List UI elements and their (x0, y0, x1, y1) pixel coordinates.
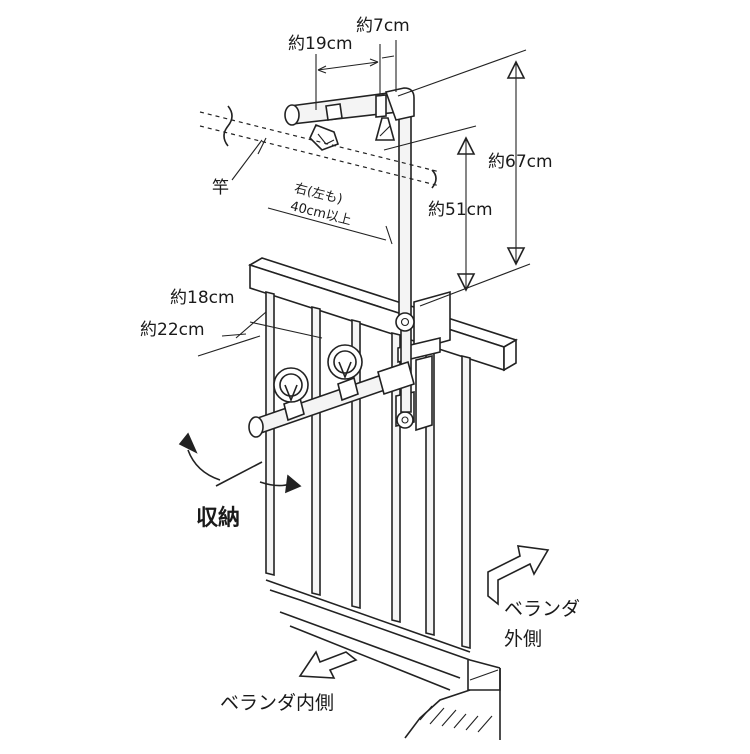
dim-18cm (235, 311, 323, 339)
inside-label: ベランダ内側 (220, 692, 335, 714)
top-arm (284, 87, 415, 126)
storage-rotation-arrow (178, 432, 302, 494)
dim-label-18cm: 約18cm (170, 288, 235, 308)
dim-7cm (381, 40, 397, 92)
outside-label-line2: 外側 (504, 628, 543, 650)
railing-bottom-rail (265, 579, 471, 653)
dim-label-19cm: 約19cm (288, 34, 353, 54)
ground-hatch (419, 705, 493, 733)
outside-label-line1: ベランダ (504, 598, 581, 620)
dim-22cm (197, 333, 261, 357)
pole-leader (231, 139, 263, 181)
dim-19cm (315, 44, 381, 110)
lower-hook-right (327, 344, 363, 380)
dim-40cm (257, 137, 393, 245)
dim-label-67cm: 約67cm (488, 152, 553, 172)
dim-67cm (397, 49, 531, 307)
top-hook-right (374, 117, 396, 141)
dim-label-22cm: 約22cm (140, 320, 205, 340)
dim-51cm (383, 125, 477, 292)
laundry-pole-dashed (199, 105, 441, 189)
lower-arm (248, 360, 415, 438)
dim-label-51cm: 約51cm (428, 200, 493, 220)
pole-label: 竿 (212, 178, 229, 198)
lower-hook-left (273, 367, 309, 403)
storage-label: 収納 (196, 506, 241, 531)
inside-arrow (298, 650, 358, 679)
outside-arrow (487, 545, 550, 606)
dim-label-7cm: 約7cm (356, 16, 410, 36)
railing-top-bar (248, 257, 518, 372)
top-hook-left (309, 123, 340, 151)
